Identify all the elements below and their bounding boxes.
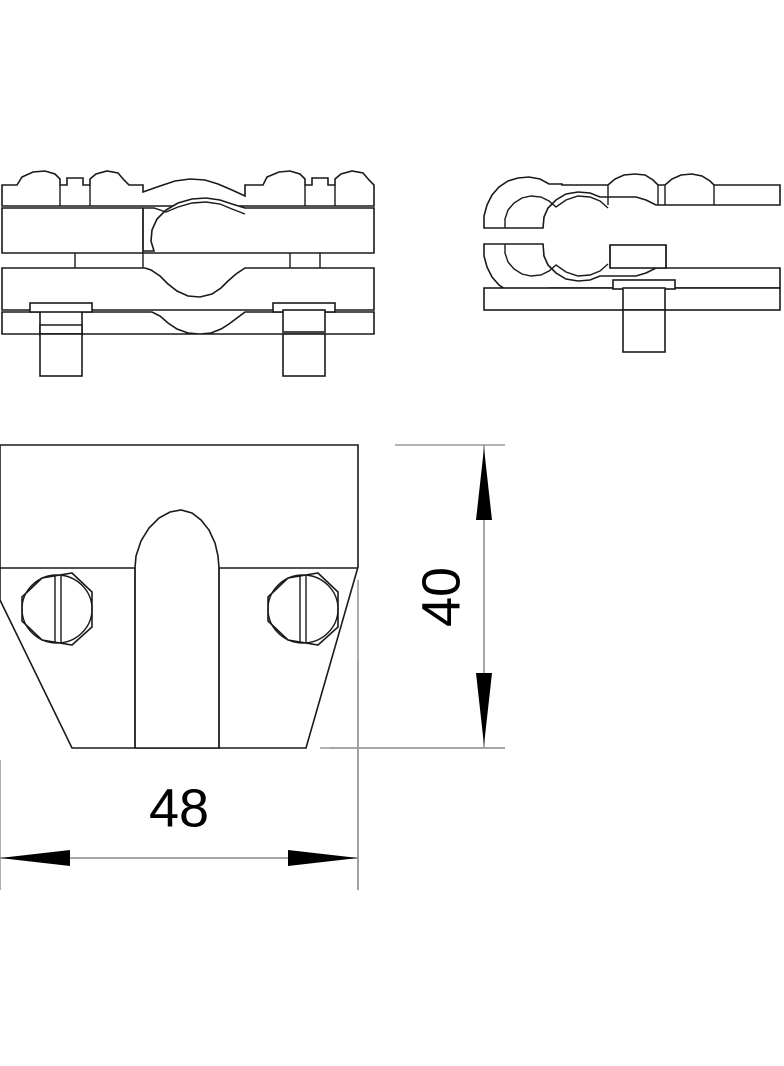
bottom-view-right-hex-nut	[267, 572, 339, 646]
arrow-head-right	[288, 850, 358, 866]
side-view-middle-band	[609, 244, 667, 269]
side-view-upper-jaw	[483, 173, 781, 229]
view-side	[483, 173, 781, 353]
top-view-upper-plate	[1, 170, 375, 207]
top-view-third-plate	[1, 267, 375, 311]
view-top	[1, 170, 375, 377]
arrow-head-left	[0, 850, 70, 866]
top-view-conductor-channel	[143, 201, 246, 215]
side-view-upper-jaw-inner	[504, 195, 609, 228]
arrow-head-down	[476, 673, 492, 745]
view-bottom	[0, 444, 359, 749]
bottom-view-left-hex-nut	[21, 572, 93, 646]
top-view-second-plate	[1, 197, 375, 254]
side-view-hex-nut	[607, 185, 715, 205]
dimension-value-40: 40	[411, 567, 471, 627]
side-view-lower-jaw-inner	[504, 244, 609, 277]
extension-corner-lines	[320, 660, 505, 890]
top-view-right-screw	[272, 302, 336, 377]
side-view-lower-jaw	[483, 243, 781, 296]
dimension-width-48: 48	[0, 580, 359, 890]
dimension-height-40: 40	[330, 444, 505, 749]
side-view-lower-plate	[483, 279, 781, 353]
dimension-value-48: 48	[149, 778, 209, 838]
arrow-head-up	[476, 448, 492, 520]
top-view-bottom-plate	[1, 311, 375, 335]
top-view-left-screw	[29, 302, 93, 377]
bottom-view-center-saddle	[134, 509, 220, 749]
top-view-dividers	[59, 185, 336, 268]
